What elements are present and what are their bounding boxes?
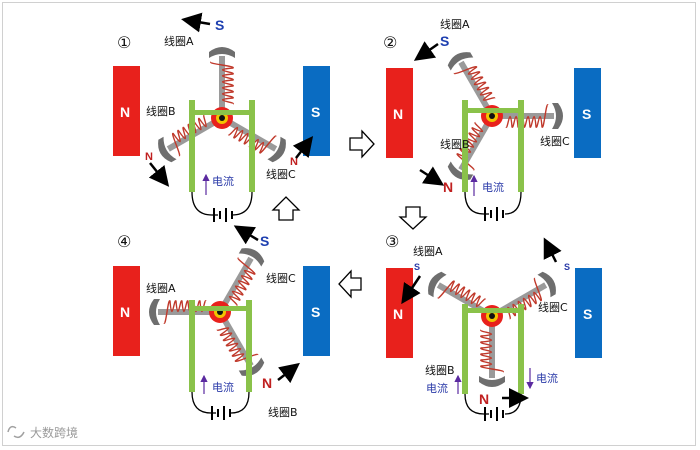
coil-label: 线圈B bbox=[268, 405, 298, 419]
magnet-label: N bbox=[120, 104, 130, 120]
magnet-label: S bbox=[582, 106, 591, 122]
panel-number: ④ bbox=[117, 232, 131, 251]
magnet-label: N bbox=[120, 304, 130, 320]
commutator-bar bbox=[462, 308, 524, 313]
pole-label: N bbox=[145, 151, 153, 163]
brush-left bbox=[189, 300, 195, 392]
coil-label: 线圈C bbox=[266, 167, 296, 181]
current-label: 电流 bbox=[536, 371, 558, 385]
commutator-bar bbox=[189, 110, 255, 115]
magnet-label: S bbox=[583, 306, 592, 322]
coil-label: 线圈C bbox=[266, 271, 296, 285]
pole-label: N bbox=[262, 375, 272, 391]
watermark-logo-icon bbox=[7, 425, 25, 439]
magnet-s bbox=[574, 68, 601, 158]
pole-label: N bbox=[443, 179, 453, 195]
brush-right bbox=[518, 304, 524, 394]
magnet-s bbox=[575, 268, 602, 358]
pole-label: N bbox=[290, 156, 298, 168]
flow-arrow-right bbox=[349, 129, 375, 159]
flow-arrow-down bbox=[398, 206, 428, 230]
current-label: 电流 bbox=[212, 380, 234, 394]
current-label: 电流 bbox=[426, 381, 448, 395]
coil-label: 线圈A bbox=[440, 17, 470, 31]
magnet-label: S bbox=[311, 104, 320, 120]
panel-number: ① bbox=[117, 33, 131, 52]
magnet-label: N bbox=[393, 106, 403, 122]
brush-right bbox=[249, 100, 255, 192]
coil-label: 线圈B bbox=[146, 104, 176, 118]
coil-label: 线圈B bbox=[425, 363, 455, 377]
magnet-label: S bbox=[311, 304, 320, 320]
panel-3: ③ N S 线圈A 线圈B 线圈C 电流 电流 S S N bbox=[385, 232, 602, 422]
coil-label: 线圈C bbox=[538, 300, 568, 314]
pole-label: N bbox=[479, 391, 489, 407]
flow-arrow-left bbox=[338, 269, 362, 299]
pole-label: S bbox=[414, 262, 420, 272]
brush-left bbox=[189, 100, 195, 192]
brush-right bbox=[518, 100, 524, 192]
magnet-s bbox=[303, 266, 330, 356]
brush-right bbox=[246, 300, 252, 392]
panel-number: ② bbox=[383, 33, 397, 52]
brush-left bbox=[462, 304, 468, 394]
pole-label: S bbox=[440, 33, 449, 49]
coil-label: 线圈A bbox=[413, 244, 443, 258]
coil-label: 线圈C bbox=[540, 134, 570, 148]
commutator-bar bbox=[462, 108, 524, 113]
commutator-bar bbox=[189, 306, 252, 311]
panel-4: ④ N S 线圈A 线圈B 线圈C 电流 S N bbox=[113, 225, 330, 421]
panel-1: ① N S 线圈A 线圈B 线圈C 电流 S N N bbox=[113, 12, 330, 223]
panel-number: ③ bbox=[385, 232, 399, 251]
magnet-n bbox=[113, 266, 140, 356]
flow-arrow-up bbox=[271, 196, 301, 221]
brush-left bbox=[462, 100, 468, 192]
magnet-n bbox=[113, 66, 140, 156]
magnet-n bbox=[386, 68, 413, 158]
magnet-label: N bbox=[393, 306, 403, 322]
coil-label: 线圈B bbox=[440, 137, 470, 151]
watermark-text: 大数跨境 bbox=[30, 425, 78, 440]
current-label: 电流 bbox=[482, 180, 504, 194]
coil-label: 线圈A bbox=[146, 281, 176, 295]
coil-label: 线圈A bbox=[164, 34, 194, 48]
current-label: 电流 bbox=[212, 174, 234, 188]
pole-label: S bbox=[564, 262, 570, 272]
pole-label: S bbox=[215, 17, 224, 33]
pole-label: S bbox=[260, 233, 269, 249]
panel-2: ② N S 线圈A 线圈B 线圈C 电流 S N bbox=[383, 17, 601, 222]
watermark: 大数跨境 bbox=[7, 425, 78, 440]
figure-frame bbox=[2, 2, 696, 446]
